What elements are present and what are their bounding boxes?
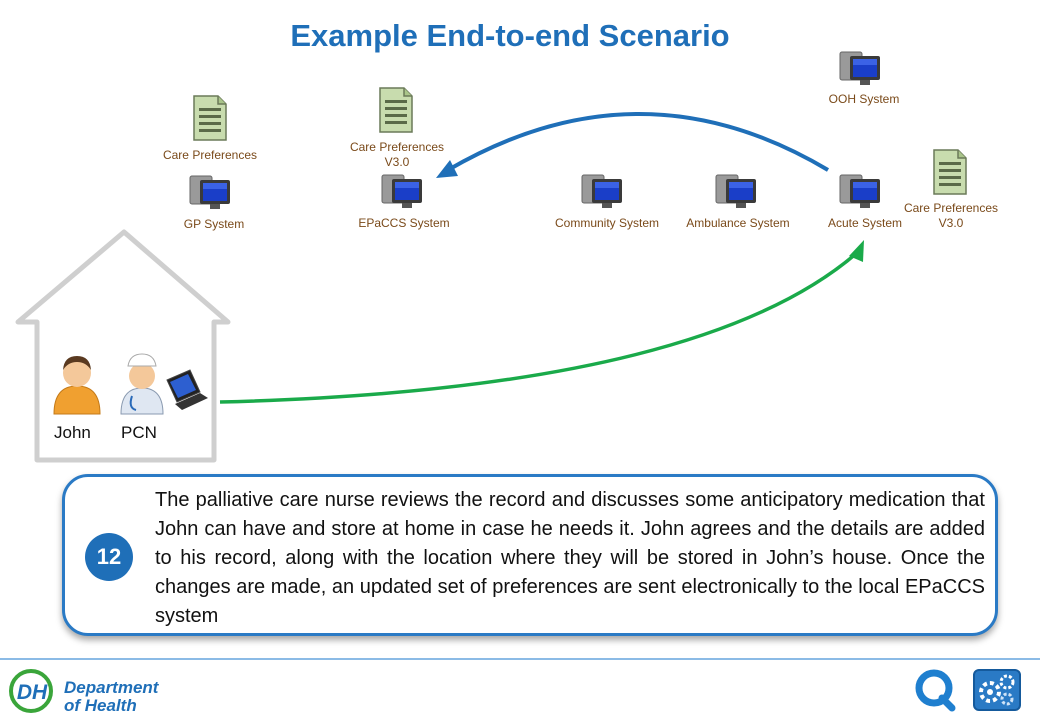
gp-computer-icon [189, 175, 231, 210]
community-system-label: Community System [554, 216, 660, 230]
step-number-badge: 12 [85, 533, 133, 581]
ambulance-system-label: Ambulance System [686, 216, 790, 230]
step-description: The palliative care nurse reviews the re… [155, 489, 985, 627]
acute-document-label: Care Preferences V3.0 [903, 201, 999, 230]
blue-arrow [446, 112, 830, 172]
dh-logo-icon: DH [9, 669, 53, 713]
community-computer-icon [581, 174, 623, 209]
department-line-1: Department [64, 678, 159, 697]
ooh-system-label: OOH System [828, 92, 900, 106]
acute-computer-icon [839, 174, 881, 209]
person-icon [53, 356, 101, 415]
department-name: Department of Health [64, 679, 158, 715]
settings-icon[interactable] [972, 668, 1022, 712]
pcn-label: PCN [121, 423, 157, 442]
laptop-icon [166, 369, 208, 410]
green-arrowhead [849, 240, 864, 262]
footer-divider [0, 658, 1040, 660]
acute-system-label: Acute System [827, 216, 903, 230]
nurse-icon [120, 353, 164, 415]
epaccs-computer-icon [381, 174, 423, 209]
blue-arrowhead [436, 160, 458, 178]
john-label: John [54, 423, 91, 442]
epaccs-system-label: EPaCCS System [358, 216, 450, 230]
gp-document-label: Care Preferences [162, 148, 258, 162]
search-icon[interactable] [912, 668, 960, 712]
ooh-computer-icon [839, 51, 881, 86]
epaccs-document-icon [379, 87, 413, 133]
green-arrow [219, 250, 860, 404]
epaccs-document-label: Care Preferences V3.0 [349, 140, 445, 169]
department-line-2: of Health [64, 696, 137, 715]
ambulance-computer-icon [715, 174, 757, 209]
gp-document-icon [193, 95, 227, 141]
gp-system-label: GP System [183, 217, 245, 231]
acute-document-icon [933, 149, 967, 195]
step-callout [62, 474, 998, 636]
dh-logo-text: DH [17, 681, 48, 704]
house-icon [15, 229, 231, 463]
page-title: Example End-to-end Scenario [290, 18, 730, 53]
